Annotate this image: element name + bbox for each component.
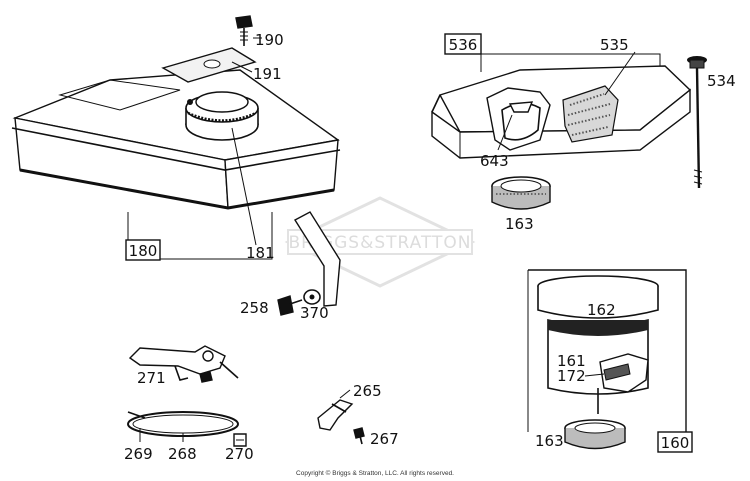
- part-label-180: 180: [129, 242, 158, 260]
- part-label-258: 258: [240, 299, 269, 317]
- part-label-162: 162: [587, 301, 616, 319]
- part-label-269: 269: [124, 445, 153, 463]
- gasket-268-illustration: [127, 411, 247, 447]
- part-label-190: 190: [255, 31, 284, 49]
- part-label-536: 536: [449, 36, 478, 54]
- linkage-271-illustration: [128, 345, 239, 383]
- part-label-271: 271: [137, 369, 166, 387]
- screw-washer-illustration: [277, 289, 321, 316]
- part-label-267: 267: [370, 430, 399, 448]
- part-box-160: [657, 431, 693, 453]
- part-label-643: 643: [480, 152, 509, 170]
- part-label-191: 191: [253, 65, 282, 83]
- part-label-160: 160: [661, 434, 690, 452]
- watermark-text: BRIGGS&STRATTON: [288, 233, 471, 253]
- copyright-notice: Copyright © Briggs & Stratton, LLC. All …: [296, 470, 454, 477]
- part-label-534: 534: [707, 72, 736, 90]
- filter-assembly-illustration: [537, 275, 659, 450]
- part-label-268: 268: [168, 445, 197, 463]
- part-label-163-bottom: 163: [535, 432, 564, 450]
- part-label-172: 172: [557, 367, 586, 385]
- part-label-181: 181: [246, 244, 275, 262]
- part-label-270: 270: [225, 445, 254, 463]
- part-label-161: 161: [557, 352, 586, 370]
- part-box-180: [125, 239, 161, 261]
- part-box-536: [444, 33, 482, 55]
- fuel-tank-illustration: [11, 15, 341, 307]
- foam-seal-163-top-illustration: [491, 176, 551, 210]
- air-cleaner-housing-illustration: [431, 65, 692, 159]
- dipstick-534-illustration: [687, 56, 707, 189]
- part-label-265: 265: [353, 382, 382, 400]
- clip-265-illustration: [317, 399, 365, 445]
- part-label-535: 535: [600, 36, 629, 54]
- part-label-370: 370: [300, 304, 329, 322]
- part-label-163-top: 163: [505, 215, 534, 233]
